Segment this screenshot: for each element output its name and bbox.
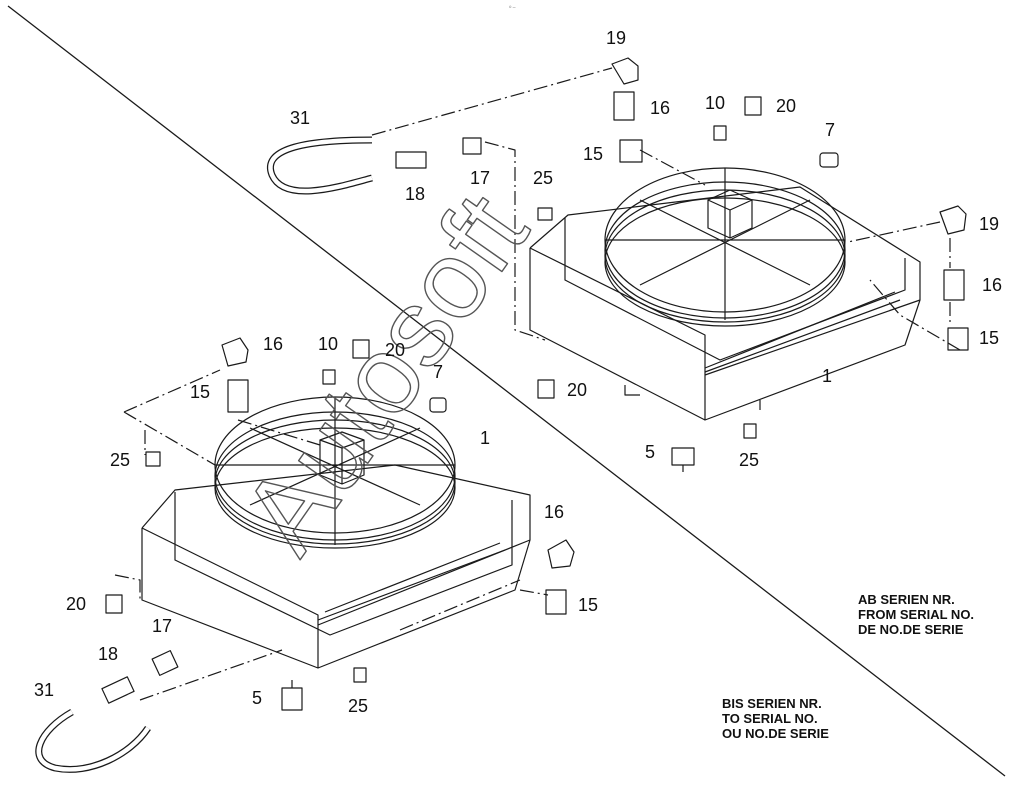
elbow-16-left-top [221,337,249,367]
from-serial-de: AB SERIEN NR. [858,592,955,607]
fan-hub-old [319,431,365,485]
plug-20-left [352,339,370,359]
callout-15-right-side: 15 [979,328,999,348]
watermark-text: Autosoft [219,173,551,574]
plug-10-right [713,125,727,141]
fan-spokes [605,168,845,320]
callout-17-right: 17 [470,168,490,188]
nut-17-left [151,650,179,676]
flange-15-right-top [619,139,643,163]
flange-15-right-side [947,327,969,351]
callout-20-right: 20 [776,96,796,116]
damper-5-left [281,680,303,711]
elbow-16-left-side [547,539,575,569]
callout-25-right: 25 [533,168,553,188]
callout-16-left-top: 16 [263,334,283,354]
to-serial-fr: OU NO.DE SERIE [722,726,829,741]
plug-20-right-low [537,379,555,399]
callout-5-right: 5 [645,442,655,462]
from-serial-fr: DE NO.DE SERIE [858,622,964,637]
callout-31-left: 31 [34,680,54,700]
callout-16-right-top: 16 [650,98,670,118]
callout-10-left: 10 [318,334,338,354]
damper-5-right [671,447,695,472]
elbow-19-right-side [939,205,967,235]
plug-20-left-low [105,594,123,614]
union-18-right [395,151,427,169]
nut-17-right [462,137,482,155]
plug-20-right [744,96,762,116]
cap-7-left [429,397,447,413]
cap-25-right [537,207,553,221]
hose-31-left [35,708,151,773]
from-serial-en: FROM SERIAL NO. [858,607,975,622]
callout-20-right-low: 20 [567,380,587,400]
to-serial-note: BIS SERIEN NR. TO SERIAL NO. OU NO.DE SE… [722,696,829,741]
callout-1-left: 1 [480,428,490,448]
hose-31-right-inner [268,137,373,194]
callout-18-right: 18 [405,184,425,204]
radiator-block-old [141,464,531,669]
callout-19-right-top: 19 [606,28,626,48]
flange-15-left-side [545,589,567,615]
callout-17-left: 17 [152,616,172,636]
to-serial-en: TO SERIAL NO. [722,711,818,726]
version-divider-line [7,5,1006,777]
callout-labels: 31 18 17 19 16 15 10 20 7 25 19 16 15 20… [34,28,1002,716]
pipe-route-right [371,67,961,351]
callout-20-left: 20 [385,340,405,360]
cap-25-left [145,451,161,467]
callout-25-left: 25 [110,450,130,470]
callout-7-right: 7 [825,120,835,140]
union-18-left [101,676,135,704]
callout-15-right-top: 15 [583,144,603,164]
callout-16-left-side: 16 [544,502,564,522]
from-serial-note: AB SERIEN NR. FROM SERIAL NO. DE NO.DE S… [858,592,974,637]
watermark: Autosoft [218,172,552,575]
plug-10-left [322,369,336,385]
fan-spokes-old [215,398,455,545]
callout-1-right: 1 [822,366,832,386]
callout-15-left-top: 15 [190,382,210,402]
callout-25-left-bottom: 25 [348,696,368,716]
callout-19-right-side: 19 [979,214,999,234]
hose-31-left-inner [36,710,150,772]
pipe-route-left [114,369,549,701]
fan-hub [707,189,753,239]
flange-15-left-top [227,379,249,413]
tee-16-right-side [943,269,965,301]
callout-20-left-low: 20 [66,594,86,614]
radiator-rail-old [317,542,506,621]
radiator-block [529,186,921,421]
cooler-assembly-new [267,57,969,472]
callout-5-left: 5 [252,688,262,708]
tee-16-right-top [613,91,635,121]
callout-31-right: 31 [290,108,310,128]
callout-16-right-side: 16 [982,275,1002,295]
callout-15-left-side: 15 [578,595,598,615]
radiator-foot-slot [624,385,761,410]
cap-25-left-bottom [353,667,367,683]
elbow-19-right-top [611,57,639,85]
callout-7-left: 7 [433,362,443,382]
callout-25-right-bottom: 25 [739,450,759,470]
cooler-assembly-old [35,337,575,773]
cap-25-right-bottom [743,423,757,439]
callout-18-left: 18 [98,644,118,664]
radiator-side-rail [704,291,901,373]
to-serial-de: BIS SERIEN NR. [722,696,822,711]
callout-10-right: 10 [705,93,725,113]
cap-7-right [819,152,839,168]
top-mark: ∘– [508,3,516,11]
